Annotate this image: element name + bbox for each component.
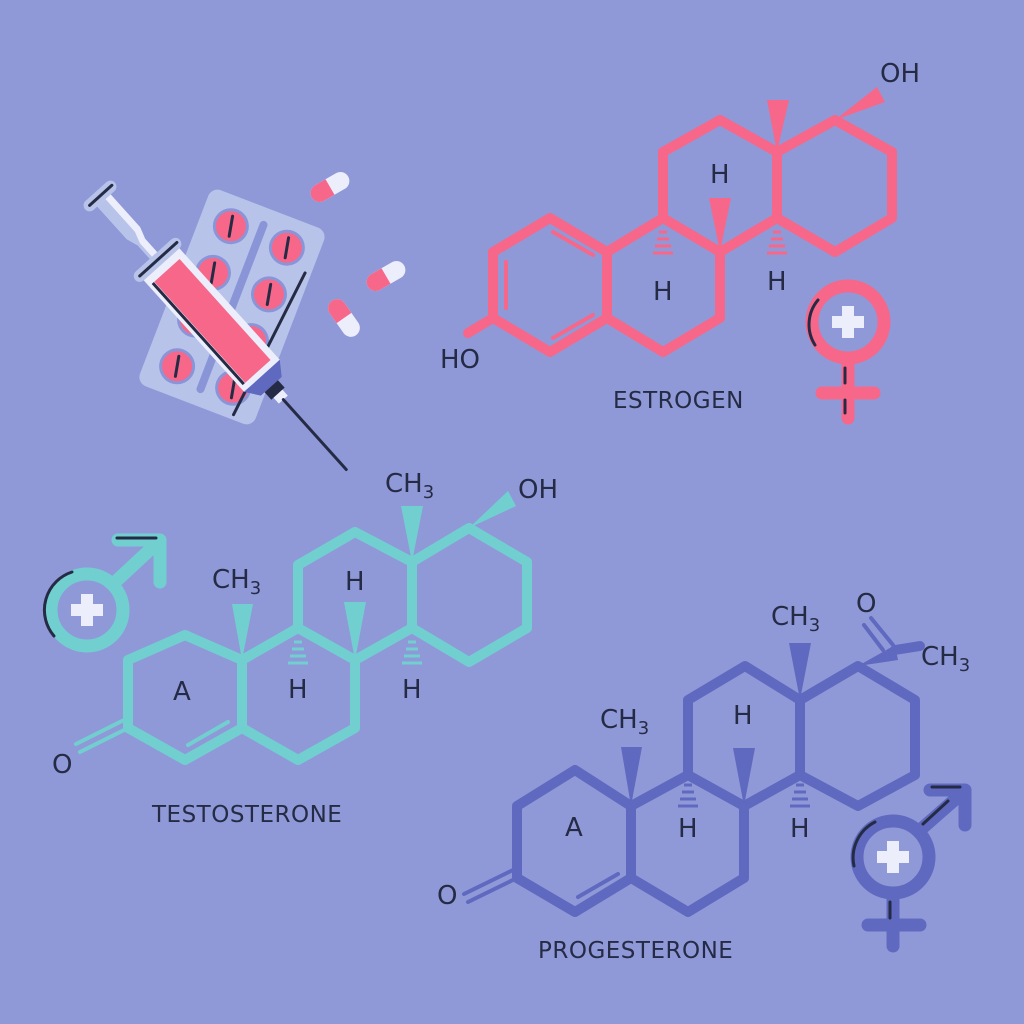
progesterone-name: PROGESTERONE	[538, 938, 733, 964]
pill-icon	[268, 229, 305, 266]
progesterone-h-upper: H	[733, 701, 753, 731]
testosterone-name: TESTOSTERONE	[151, 802, 342, 828]
estrogen-ho-label: HO	[440, 345, 480, 375]
capsule-icon	[310, 172, 350, 202]
progesterone-o-label: O	[437, 881, 457, 911]
estrogen-oh-label: OH	[880, 59, 920, 89]
testosterone-ch3-left: CH3	[212, 565, 261, 599]
progesterone-h-lower-right: H	[790, 814, 810, 844]
female-symbol-icon	[805, 279, 891, 425]
progesterone-structure: CH3 CH3 CH3 O H H H A O PROGESTERONE	[437, 589, 970, 964]
pill-icon	[212, 208, 249, 245]
progesterone-ch3-left: CH3	[600, 705, 649, 739]
testosterone-oh-label: OH	[518, 475, 558, 505]
progesterone-o-acetyl: O	[856, 589, 876, 619]
testosterone-ring-a: A	[173, 677, 191, 707]
estrogen-name: ESTROGEN	[613, 388, 744, 414]
progesterone-ch3-acetyl: CH3	[921, 642, 970, 676]
testosterone-structure: CH3 CH3 OH H H H A O TESTOSTERONE	[52, 469, 558, 828]
pill-icon	[159, 348, 196, 385]
male-symbol-icon	[42, 533, 167, 653]
testosterone-ch3-top: CH3	[385, 469, 434, 503]
testosterone-h-lower-left: H	[288, 675, 308, 705]
testosterone-o-label: O	[52, 750, 72, 780]
estrogen-structure: OH HO H H H ESTROGEN	[440, 59, 920, 414]
testosterone-h-upper: H	[345, 567, 365, 597]
progesterone-ch3-top: CH3	[771, 602, 820, 636]
male-female-symbol-icon	[850, 783, 972, 953]
medication-group	[83, 172, 406, 471]
pill-icon	[250, 276, 287, 313]
capsule-icon	[366, 261, 406, 291]
estrogen-h-upper: H	[710, 160, 730, 190]
progesterone-ring-a: A	[565, 813, 583, 843]
estrogen-h-lower-right: H	[767, 267, 787, 297]
testosterone-h-lower-right: H	[402, 675, 422, 705]
progesterone-h-lower-left: H	[678, 814, 698, 844]
capsule-icon	[328, 299, 360, 337]
syringe-icon	[83, 180, 348, 471]
estrogen-h-lower-left: H	[653, 277, 673, 307]
